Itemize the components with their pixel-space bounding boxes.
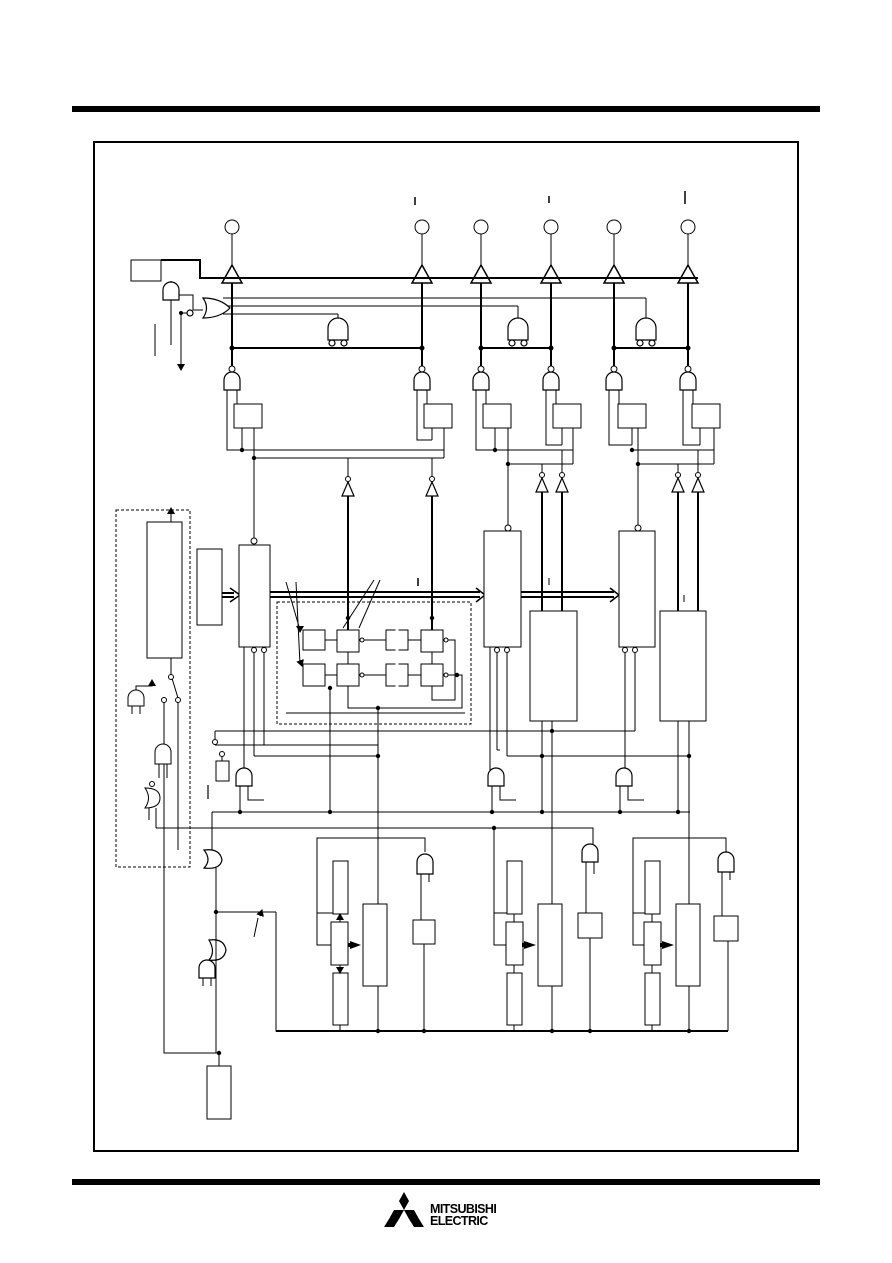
column-block-1 [238,544,271,648]
memory-array-2 [529,610,578,722]
pin-6 [680,219,696,235]
pins [224,219,696,235]
control-box [130,259,162,282]
column-block-3 [618,530,656,648]
header-rule [72,106,820,112]
data-gates [223,371,697,391]
pin-2 [414,219,430,235]
input-buffers [341,476,705,497]
bottom-unit-1 [316,837,436,1034]
footer-rule [72,1179,820,1185]
memory-array-3 [659,610,707,722]
control-register [146,521,183,659]
brand-line-1: MITSUBISHI [430,1202,497,1216]
bottom-unit-2 [493,828,603,1034]
pin-3 [473,219,489,235]
column-block-2 [483,530,522,648]
output-buffers [220,263,700,284]
brand-line-2: ELECTRIC [430,1214,488,1228]
latch-boxes [233,403,721,429]
enable-gates [327,317,657,347]
pin-1 [224,219,240,235]
control-section [115,509,191,868]
pin-4 [543,219,559,235]
pin-5 [606,219,622,235]
flip-flops [302,629,444,687]
diagram-frame [93,141,799,1152]
bottom-unit-3 [632,837,739,1034]
three-diamonds-icon [384,1192,424,1227]
small-resistor [215,760,230,782]
flip-flop-section [276,601,472,725]
clock-generator [206,1065,232,1120]
address-decoder [196,548,223,626]
